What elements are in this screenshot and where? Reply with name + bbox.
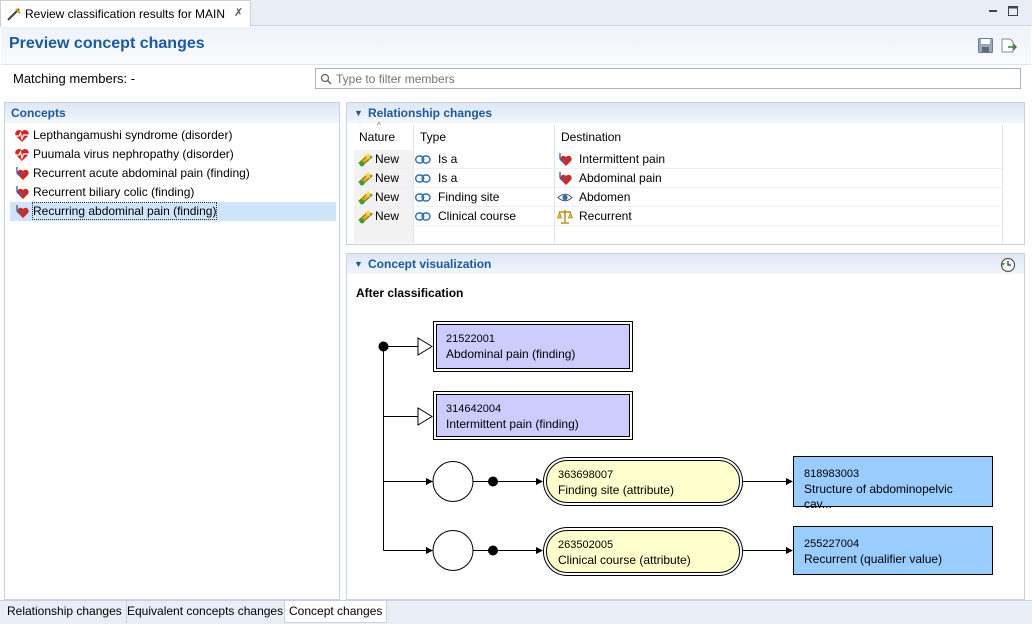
page-title: Preview concept changes <box>9 35 205 53</box>
collapse-icon[interactable]: ▼ <box>354 259 363 269</box>
relationship-changes-header[interactable]: ▼ Relationship changes <box>347 103 1024 123</box>
value-name: Structure of abdominopelvic cav... <box>804 482 983 512</box>
concept-item-label: Puumala virus nephropathy (disorder) <box>33 145 234 164</box>
link-icon <box>415 155 431 164</box>
nature-cell: New <box>375 171 399 185</box>
concept-visualization-header[interactable]: ▼ Concept visualization <box>347 254 1024 274</box>
matching-members-label: Matching members: - <box>13 71 135 86</box>
concepts-title: Concepts <box>11 106 66 120</box>
column-header-destination[interactable]: Destination <box>561 130 621 144</box>
link-icon <box>415 174 431 183</box>
concept-id: 21522001 <box>446 332 620 347</box>
heart-stethoscope-icon <box>557 152 573 167</box>
tab-relationship-changes[interactable]: Relationship changes <box>3 601 127 623</box>
table-row[interactable]: New Is a Intermittent pain <box>354 150 1004 169</box>
heart-stethoscope-icon <box>14 185 30 200</box>
heart-stethoscope-icon <box>557 171 573 186</box>
parent-concept-box[interactable]: 314642004 Intermittent pain (finding) <box>436 394 630 437</box>
concept-name: Abdominal pain (finding) <box>446 347 620 362</box>
nature-cell: New <box>375 209 399 223</box>
attribute-name: Clinical course (attribute) <box>558 553 730 568</box>
new-item-icon <box>358 171 373 186</box>
maximize-icon[interactable] <box>1007 5 1019 17</box>
sort-ascending-icon: ^ <box>377 121 381 130</box>
export-icon[interactable] <box>1001 38 1017 53</box>
table-row[interactable]: New Finding site Abdomen <box>354 188 1004 207</box>
editor-tab-title: Review classification results for MAIN <box>25 7 225 21</box>
heart-stethoscope-icon <box>14 204 30 219</box>
column-header-type[interactable]: Type <box>420 130 446 144</box>
new-item-icon <box>358 152 373 167</box>
concept-item[interactable]: Lepthangamushi syndrome (disorder) <box>10 126 336 145</box>
scales-icon <box>557 209 573 224</box>
minimize-icon[interactable] <box>987 5 999 17</box>
attribute-value-box[interactable]: 818983003 Structure of abdominopelvic ca… <box>793 456 993 507</box>
attribute-type-box[interactable]: 263502005 Clinical course (attribute) <box>546 530 740 573</box>
table-row[interactable]: New Is a Abdominal pain <box>354 169 1004 188</box>
concept-name: Intermittent pain (finding) <box>446 417 620 432</box>
type-cell: Clinical course <box>438 209 516 223</box>
type-cell: Is a <box>438 152 457 166</box>
editor-tab[interactable]: Review classification results for MAIN ✗ <box>0 0 251 27</box>
attribute-type-box[interactable]: 363698007 Finding site (attribute) <box>546 460 740 503</box>
concept-id: 314642004 <box>446 402 620 417</box>
value-id: 818983003 <box>804 467 983 482</box>
concept-item-label: Recurrent biliary colic (finding) <box>33 183 194 202</box>
tab-concept-changes[interactable]: Concept changes <box>284 601 387 623</box>
link-icon <box>415 193 431 202</box>
destination-cell: Intermittent pain <box>579 152 665 166</box>
concept-item-selected[interactable]: Recurring abdominal pain (finding) <box>10 202 336 221</box>
concept-visualization-title: Concept visualization <box>368 257 491 271</box>
collapse-icon[interactable]: ▼ <box>354 108 363 118</box>
concept-item-label: Recurring abdominal pain (finding) <box>33 203 216 219</box>
value-name: Recurrent (qualifier value) <box>804 552 983 567</box>
search-icon <box>320 73 332 85</box>
nature-cell: New <box>375 152 399 166</box>
link-icon <box>415 212 431 221</box>
destination-cell: Abdominal pain <box>579 171 662 185</box>
filter-field[interactable] <box>315 68 1021 89</box>
attribute-id: 263502005 <box>558 538 730 553</box>
type-cell: Is a <box>438 171 457 185</box>
concept-item[interactable]: Recurrent acute abdominal pain (finding) <box>10 164 336 183</box>
close-tab-icon[interactable]: ✗ <box>234 6 243 19</box>
heart-stethoscope-icon <box>14 166 30 181</box>
relationship-changes-title: Relationship changes <box>368 106 492 120</box>
save-icon[interactable] <box>978 38 993 53</box>
heart-pulse-icon <box>14 128 30 143</box>
type-cell: Finding site <box>438 190 499 204</box>
concepts-header: Concepts <box>5 103 339 123</box>
filter-input[interactable] <box>334 70 1014 87</box>
new-item-icon <box>358 190 373 205</box>
table-row[interactable]: New Clinical course Recurrent <box>354 207 1004 226</box>
tab-equivalent-concepts-changes[interactable]: Equivalent concepts changes <box>123 601 288 623</box>
value-id: 255227004 <box>804 537 983 552</box>
destination-cell: Recurrent <box>579 209 632 223</box>
new-item-icon <box>358 209 373 224</box>
history-icon[interactable] <box>1000 257 1016 273</box>
attribute-id: 363698007 <box>558 468 730 483</box>
concept-item[interactable]: Puumala virus nephropathy (disorder) <box>10 145 336 164</box>
column-header-nature[interactable]: Nature <box>359 130 395 144</box>
wand-icon <box>6 7 22 21</box>
concept-item[interactable]: Recurrent biliary colic (finding) <box>10 183 336 202</box>
nature-cell: New <box>375 190 399 204</box>
concept-item-label: Lepthangamushi syndrome (disorder) <box>33 126 232 145</box>
visualization-caption: After classification <box>356 286 463 300</box>
parent-concept-box[interactable]: 21522001 Abdominal pain (finding) <box>436 324 630 369</box>
attribute-name: Finding site (attribute) <box>558 483 730 498</box>
destination-cell: Abdomen <box>579 190 630 204</box>
eye-icon <box>557 191 573 204</box>
heart-pulse-icon <box>14 147 30 162</box>
concept-item-label: Recurrent acute abdominal pain (finding) <box>33 164 250 183</box>
attribute-value-box[interactable]: 255227004 Recurrent (qualifier value) <box>793 526 993 575</box>
